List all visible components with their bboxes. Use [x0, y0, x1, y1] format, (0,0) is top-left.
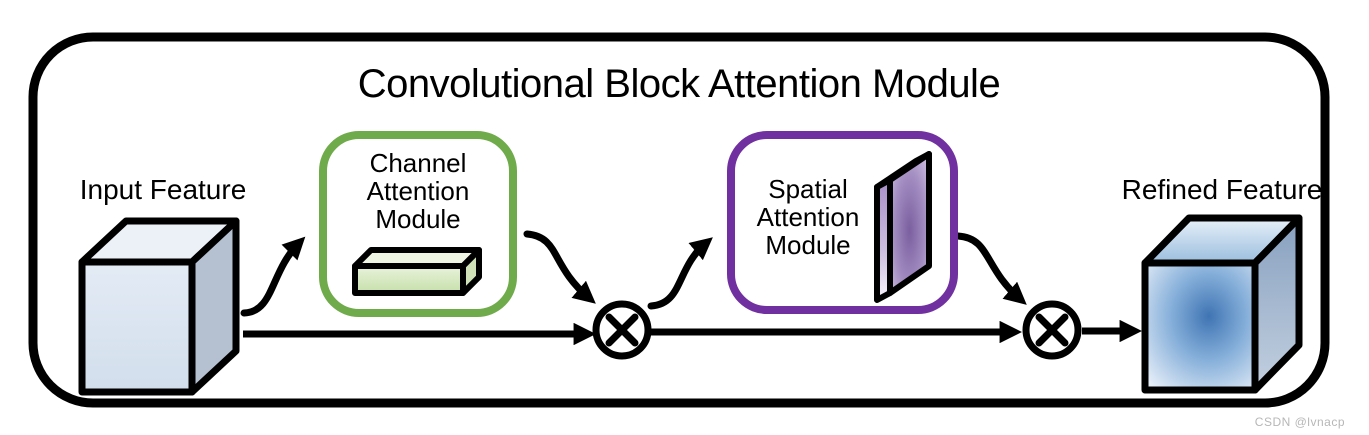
- multiply-icon-1: [592, 300, 652, 360]
- outer-border: [28, 32, 1330, 408]
- channel-attention-slab: [352, 247, 482, 296]
- channel-attention-label-line3: Module: [375, 204, 460, 234]
- arrow-spatial-to-multiply2: [954, 232, 1027, 305]
- channel-attention-label-line1: Channel: [370, 148, 467, 178]
- spatial-attention-label-line1: Spatial: [768, 174, 848, 204]
- input-feature-label: Input Feature: [80, 174, 247, 205]
- input-cube-front-face: [78, 258, 196, 396]
- spatial-attention-label-line2: Attention: [757, 202, 860, 232]
- watermark: CSDN @lvnacp: [1255, 415, 1345, 429]
- channel-attention-label-line2: Attention: [367, 176, 470, 206]
- refined-cube-front-face: [1141, 259, 1259, 394]
- multiply-icon-2: [1022, 300, 1082, 360]
- arrow-multiply1-to-spatial: [647, 237, 713, 310]
- spatial-attention-label-line3: Module: [765, 230, 850, 260]
- arrow-input-to-channel: [240, 236, 306, 317]
- refined-feature-cube: [1141, 214, 1303, 394]
- arrow-channel-to-multiply1: [523, 230, 596, 304]
- input-feature-cube: [78, 217, 240, 396]
- refined-feature-label: Refined Feature: [1122, 174, 1323, 205]
- spatial-attention-plane: [874, 151, 932, 303]
- diagram-title: Convolutional Block Attention Module: [358, 62, 1000, 106]
